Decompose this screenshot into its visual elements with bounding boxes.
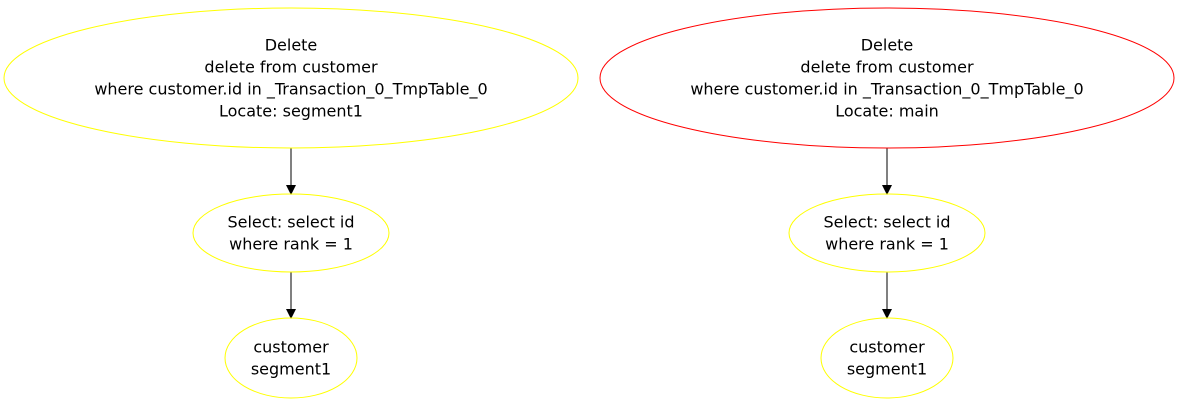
delete-node-line-3: Locate: main: [835, 102, 939, 121]
table-node-ellipse: [820, 317, 954, 399]
select-node-ellipse: [788, 193, 986, 273]
delete-node-ellipse: [599, 7, 1175, 149]
select-node-line-1: where rank = 1: [229, 235, 353, 254]
table-node: customer segment1: [224, 317, 358, 399]
table-node: customer segment1: [820, 317, 954, 399]
select-node-ellipse: [192, 193, 390, 273]
graph-2: Delete delete from customer where customer…: [599, 7, 1175, 399]
diagram-root: Delete delete from customer where customer…: [3, 7, 1175, 399]
delete-node: Delete delete from customer where customer…: [3, 7, 579, 149]
delete-node-line-3: Locate: segment1: [219, 102, 363, 121]
delete-node-line-1: delete from customer: [800, 58, 974, 77]
delete-node-line-2: where customer.id in _Transaction_0_TmpT…: [690, 80, 1083, 100]
delete-node-line-1: delete from customer: [204, 58, 378, 77]
select-node-line-0: Select: select id: [823, 213, 950, 232]
table-node-line-0: customer: [253, 338, 329, 357]
select-node: Select: select id where rank = 1: [788, 193, 986, 273]
delete-node-line-0: Delete: [265, 36, 318, 55]
graph-1: Delete delete from customer where customer…: [3, 7, 579, 399]
table-node-line-1: segment1: [847, 360, 927, 379]
table-node-ellipse: [224, 317, 358, 399]
select-node-line-0: Select: select id: [227, 213, 354, 232]
delete-node-line-0: Delete: [861, 36, 914, 55]
table-node-line-1: segment1: [251, 360, 331, 379]
delete-node: Delete delete from customer where customer…: [599, 7, 1175, 149]
delete-node-ellipse: [3, 7, 579, 149]
select-node: Select: select id where rank = 1: [192, 193, 390, 273]
select-node-line-1: where rank = 1: [825, 235, 949, 254]
table-node-line-0: customer: [849, 338, 925, 357]
delete-node-line-2: where customer.id in _Transaction_0_TmpT…: [94, 80, 487, 100]
